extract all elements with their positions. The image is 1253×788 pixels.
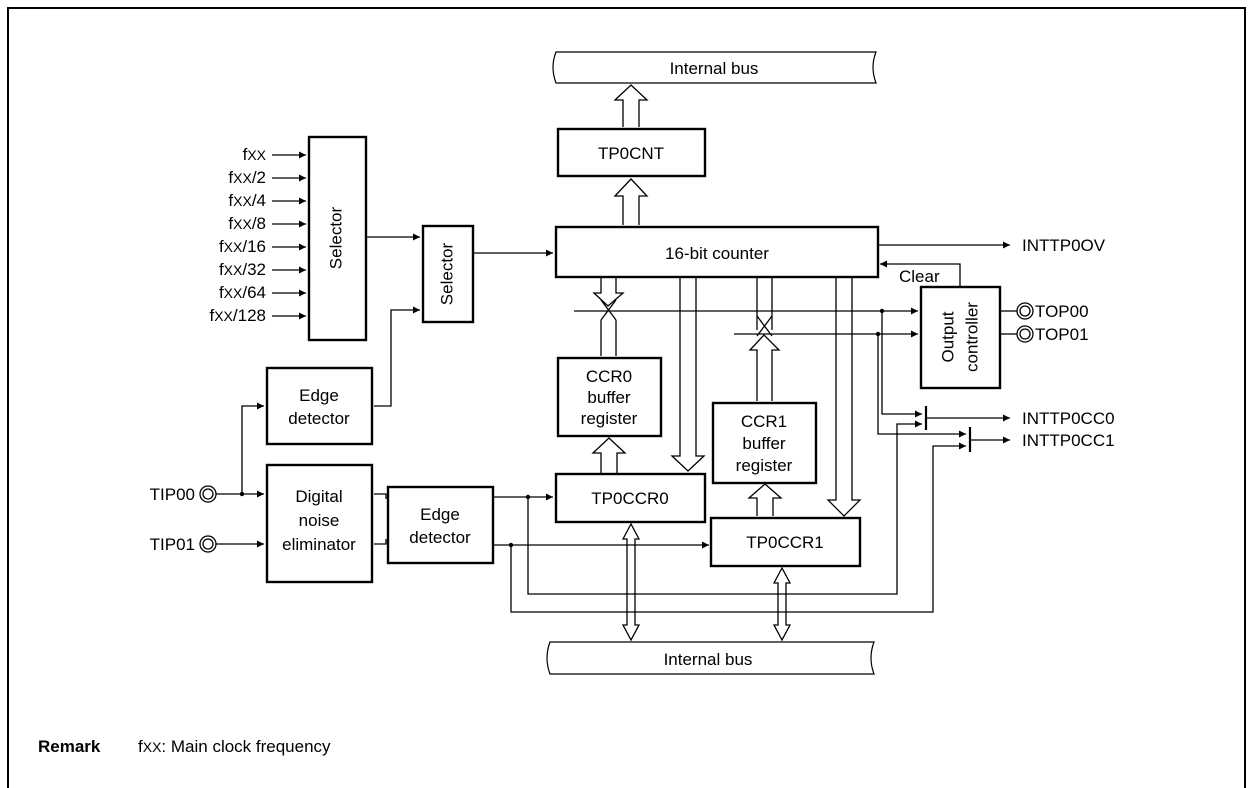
output-controller: Output controller [919,285,1002,390]
ccr1-upward-arrow [748,334,781,401]
counter-to-ccr1-shaft [756,278,773,330]
input-fxx-16: fXX/16 [219,237,266,256]
internal-bus-bottom: Internal bus [546,641,875,675]
remark-label: Remark [38,737,101,756]
noise-to-edge-line1 [374,493,387,499]
counter-to-ccr0-arrowhead [592,278,625,307]
selector-clock-label: Selector [326,206,345,269]
clock-inputs: fXX fXX/2 fXX/4 fXX/8 fXX/16 fXX/32 fXX/… [209,145,306,325]
pin-tip00: TIP00 [150,485,217,504]
output-controller-line2: controller [962,302,981,372]
capture0-interrupt-path [527,420,922,595]
counter-ccr1-cross [756,315,773,337]
edge-detector-capture: Edge detector [386,485,495,565]
noise-to-edge-line2 [374,539,387,545]
tp0ccr1-bus-arrow [772,566,792,642]
ccr1-buffer-line1: CCR1 [741,412,787,431]
input-fxx-2: fXX/2 [228,168,266,187]
remark-text: fXX: Main clock frequency [138,737,331,756]
inttp0cc1-label: INTTP0CC1 [1022,431,1115,450]
pin-top01: TOP01 [1016,325,1089,344]
internal-bus-top-label: Internal bus [670,59,759,78]
tp0cnt-to-bus-arrow [613,84,649,127]
pin-tip01-label: TIP01 [150,535,195,554]
ccr0-buffer-line2: buffer [587,388,631,407]
internal-bus-top: Internal bus [552,51,877,84]
selector-source: Selector [421,224,475,324]
clear-label: Clear [899,267,940,286]
digital-noise-eliminator: Digital noise eliminator [265,463,374,584]
tp0ccr0-label: TP0CCR0 [591,489,668,508]
selector-source-label: Selector [437,242,456,305]
counter-label: 16-bit counter [665,244,769,263]
pin-top00-label: TOP00 [1035,302,1089,321]
pin-top01-label: TOP01 [1035,325,1089,344]
input-fxx-32: fXX/32 [219,260,266,279]
tp0ccr1-register: TP0CCR1 [709,516,862,568]
counter-to-tp0ccr0-arrow [670,278,706,472]
input-fxx-128: fXX/128 [209,306,266,325]
noise-eliminator-line2: noise [299,511,340,530]
edge-detector-to-selector2 [374,306,420,407]
inttp0cc0-label: INTTP0CC0 [1022,409,1115,428]
tp0ccr0-to-buffer-arrow [591,437,627,474]
pin-tip01: TIP01 [150,535,217,554]
internal-bus-bottom-label: Internal bus [664,650,753,669]
pin-top00: TOP00 [1016,302,1089,321]
tp0ccr1-label: TP0CCR1 [746,533,823,552]
pin-tip00-label: TIP00 [150,485,195,504]
ccr1-buffer-register: CCR1 buffer register [711,401,818,485]
counter-to-tp0cnt-arrow [613,178,649,225]
inttp0ov-label: INTTP0OV [1022,236,1106,255]
edge-detector-top-line2: detector [288,409,350,428]
counter-ccr0-cross [600,299,617,356]
ccr0-buffer-line3: register [581,409,638,428]
edge-detector-mid-line1: Edge [420,505,460,524]
output-controller-line1: Output [938,311,957,362]
tp0cnt-label: TP0CNT [598,144,664,163]
tp0cnt-register: TP0CNT [556,127,707,178]
selector-clock: Selector [307,135,368,342]
tp0ccr0-bus-arrow [621,522,641,642]
input-fxx: fXX [243,145,267,164]
input-fxx-4: fXX/4 [228,191,266,210]
noise-eliminator-line3: eliminator [282,535,356,554]
capture1-interrupt-path [510,442,966,613]
ccr0-buffer-register: CCR0 buffer register [556,356,663,438]
match0-interrupt-path [881,311,922,418]
noise-eliminator-line1: Digital [295,487,342,506]
input-fxx-64: fXX/64 [219,283,266,302]
page-frame [7,7,1246,788]
input-fxx-8: fXX/8 [228,214,266,233]
edge-detector-external-clock: Edge detector [265,366,374,446]
edge-detector-mid-line2: detector [409,528,471,547]
clear-line [880,260,961,287]
match1-interrupt-path [877,334,966,438]
tp0ccr0-register: TP0CCR0 [554,472,707,524]
ccr1-buffer-line2: buffer [742,434,786,453]
edge-detector-top-line1: Edge [299,386,339,405]
tip00-to-edge-detector [241,402,264,494]
counter-to-tp0ccr1-arrow [826,278,862,517]
ccr0-buffer-line1: CCR0 [586,367,632,386]
ccr1-buffer-line3: register [736,456,793,475]
sixteen-bit-counter: 16-bit counter [554,225,880,279]
remark: Remark fXX: Main clock frequency [38,737,331,756]
tp0ccr1-to-buffer-arrow [747,483,783,516]
